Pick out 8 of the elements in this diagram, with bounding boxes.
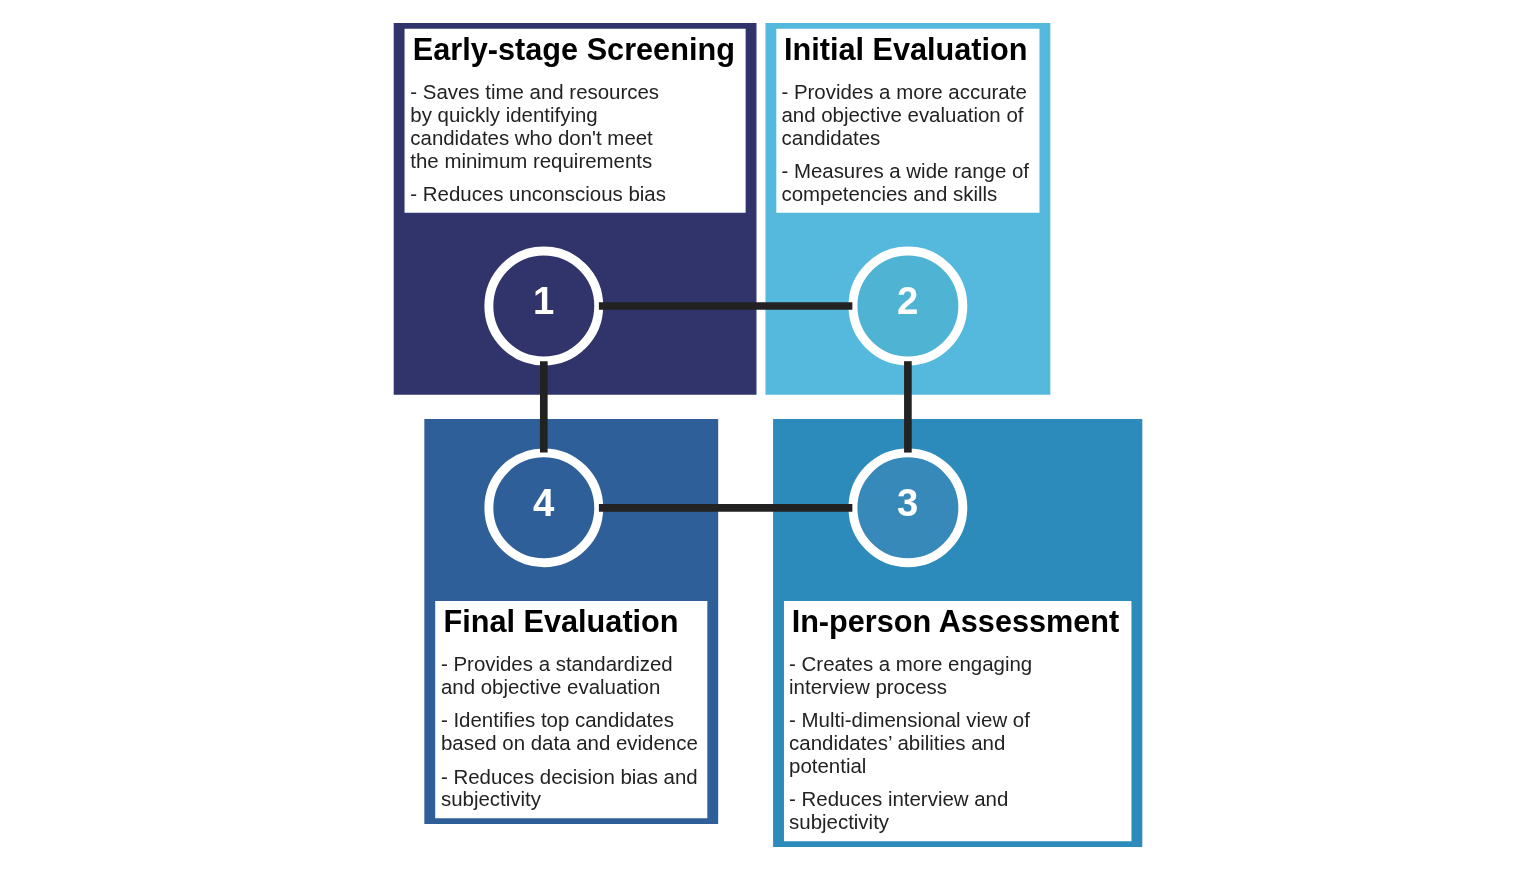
node-circle: 4 — [484, 448, 604, 568]
node-circle: 3 — [848, 448, 968, 568]
connector — [539, 361, 548, 453]
connector — [904, 361, 912, 453]
node-circle: 2 — [848, 246, 968, 366]
connector — [598, 504, 853, 512]
connector — [598, 302, 853, 310]
node-circle: 1 — [484, 246, 604, 366]
